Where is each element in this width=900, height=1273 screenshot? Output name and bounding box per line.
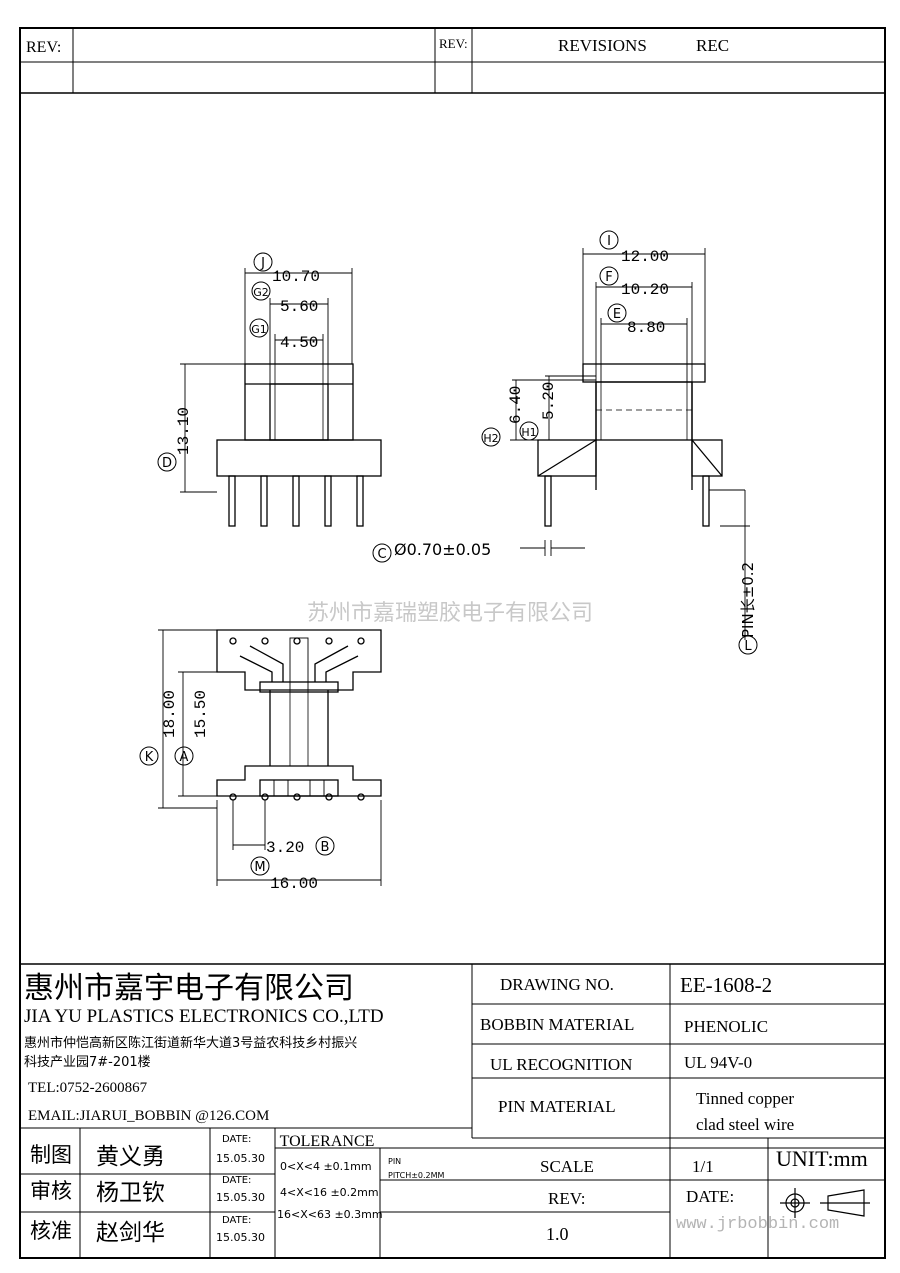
pin-material-line2: clad steel wire [696, 1115, 794, 1134]
date-label-checked: DATE: [222, 1175, 251, 1186]
name-approved: 赵剑华 [96, 1220, 165, 1246]
callout-e: E [613, 307, 621, 322]
callout-a: A [180, 750, 189, 765]
tol-row-1: 0<X<4 ±0.1mm [280, 1160, 372, 1173]
date-label-drawn: DATE: [222, 1134, 251, 1145]
callout-g1: G1 [251, 323, 267, 336]
tolerance-label: TOLERANCE [280, 1133, 375, 1150]
rev-label-right: REV: [439, 36, 468, 51]
scale-label: SCALE [540, 1157, 594, 1176]
bobbin-material-label: BOBBIN MATERIAL [480, 1015, 634, 1034]
company-name-en: JIA YU PLASTICS ELECTRONICS CO.,LTD [24, 1006, 384, 1027]
date-checked: 15.05.30 [216, 1191, 265, 1204]
rec-label: REC [696, 36, 729, 55]
callout-h1: H1 [521, 426, 536, 439]
revisions-label: REVISIONS [558, 36, 647, 55]
drawing-no-label: DRAWING NO. [500, 975, 614, 994]
side-view-labels: I 12.00 F 10.20 E 8.80 H2 6.40 H1 5.20 C… [372, 230, 758, 655]
website-watermark: www.jrbobbin.com [676, 1215, 839, 1234]
date-label: DATE: [686, 1187, 734, 1206]
dim-j: 10.70 [272, 268, 320, 286]
callout-d: D [162, 456, 172, 471]
name-drawn: 黄义勇 [96, 1144, 165, 1170]
callout-j: J [260, 256, 265, 271]
role-checked: 审核 [30, 1179, 72, 1203]
date-drawn: 15.05.30 [216, 1152, 265, 1165]
name-checked: 杨卫钦 [96, 1180, 165, 1206]
dim-h2: 6.40 [507, 386, 525, 424]
dim-f: 10.20 [621, 281, 669, 299]
bobbin-material: PHENOLIC [684, 1017, 768, 1036]
address-line-1: 惠州市仲恺高新区陈江街道新华大道3号益农科技乡村振兴 [24, 1035, 357, 1051]
rev-label-left: REV: [26, 39, 61, 56]
title-block-text: 惠州市嘉宇电子有限公司 JIA YU PLASTICS ELECTRONICS … [24, 971, 868, 1246]
dim-c: Ø0.70±0.05 [394, 540, 491, 559]
pin-label: PIN [388, 1157, 401, 1166]
callout-c: C [377, 547, 386, 562]
email: EMAIL:JIARUI_BOBBIN @126.COM [28, 1108, 269, 1124]
dim-m: 16.00 [270, 875, 318, 893]
title-block-grid [20, 963, 885, 1258]
dim-b: 3.20 [266, 839, 304, 857]
watermark: 苏州市嘉瑞塑胶电子有限公司 [307, 601, 593, 626]
callout-i: I [607, 234, 611, 249]
dim-l: PIN长±0.2 [739, 562, 757, 638]
callout-f: F [605, 270, 612, 285]
role-approved: 核准 [30, 1219, 72, 1243]
projection-symbol-icon [780, 1188, 870, 1218]
tel: TEL:0752-2600867 [28, 1080, 148, 1096]
rev-value: 1.0 [546, 1224, 569, 1244]
address-line-2: 科技产业园7#-201楼 [24, 1055, 151, 1070]
sheet-border [19, 27, 886, 1259]
date-approved: 15.05.30 [216, 1231, 265, 1244]
drawing-no: EE-1608-2 [680, 973, 772, 997]
side-view [510, 248, 750, 640]
dim-d: 13.10 [175, 407, 193, 455]
pin-material-label: PIN MATERIAL [498, 1097, 616, 1116]
callout-k: K [145, 750, 154, 765]
tol-row-2: 4<X<16 ±0.2mm [280, 1186, 379, 1199]
scale-value: 1/1 [692, 1157, 714, 1176]
pin-material-line1: Tinned copper [696, 1089, 794, 1108]
unit: UNIT:mm [776, 1146, 868, 1171]
callout-l: L [744, 639, 752, 654]
dim-h1: 5.20 [540, 382, 558, 420]
pin-pitch: PITCH±0.2MM [388, 1171, 445, 1180]
dim-i: 12.00 [621, 248, 669, 266]
callout-h2: H2 [483, 432, 498, 445]
dim-e: 8.80 [627, 319, 665, 337]
date-label-approved: DATE: [222, 1215, 251, 1226]
front-view [180, 268, 382, 527]
ul-value: UL 94V-0 [684, 1053, 752, 1072]
ul-label: UL RECOGNITION [490, 1055, 632, 1074]
dim-k: 18.00 [161, 690, 179, 738]
bottom-view-labels: K 18.00 A 15.50 3.20 B M 16.00 [139, 690, 335, 893]
rev-label: REV: [548, 1189, 585, 1208]
callout-b: B [321, 840, 330, 855]
callout-m: M [254, 860, 265, 875]
dim-g1: 4.50 [280, 334, 318, 352]
dim-a: 15.50 [192, 690, 210, 738]
dim-g2: 5.60 [280, 298, 318, 316]
tol-row-3: 16<X<63 ±0.3mm [277, 1208, 383, 1221]
callout-g2: G2 [253, 286, 269, 299]
front-view-labels: J 10.70 G2 5.60 G1 4.50 D 13.10 [157, 252, 320, 472]
company-name-cn: 惠州市嘉宇电子有限公司 [24, 971, 354, 1006]
bottom-view [158, 629, 382, 886]
role-drawn: 制图 [30, 1143, 72, 1167]
revision-block: REV: REV: REVISIONS REC [20, 28, 885, 94]
